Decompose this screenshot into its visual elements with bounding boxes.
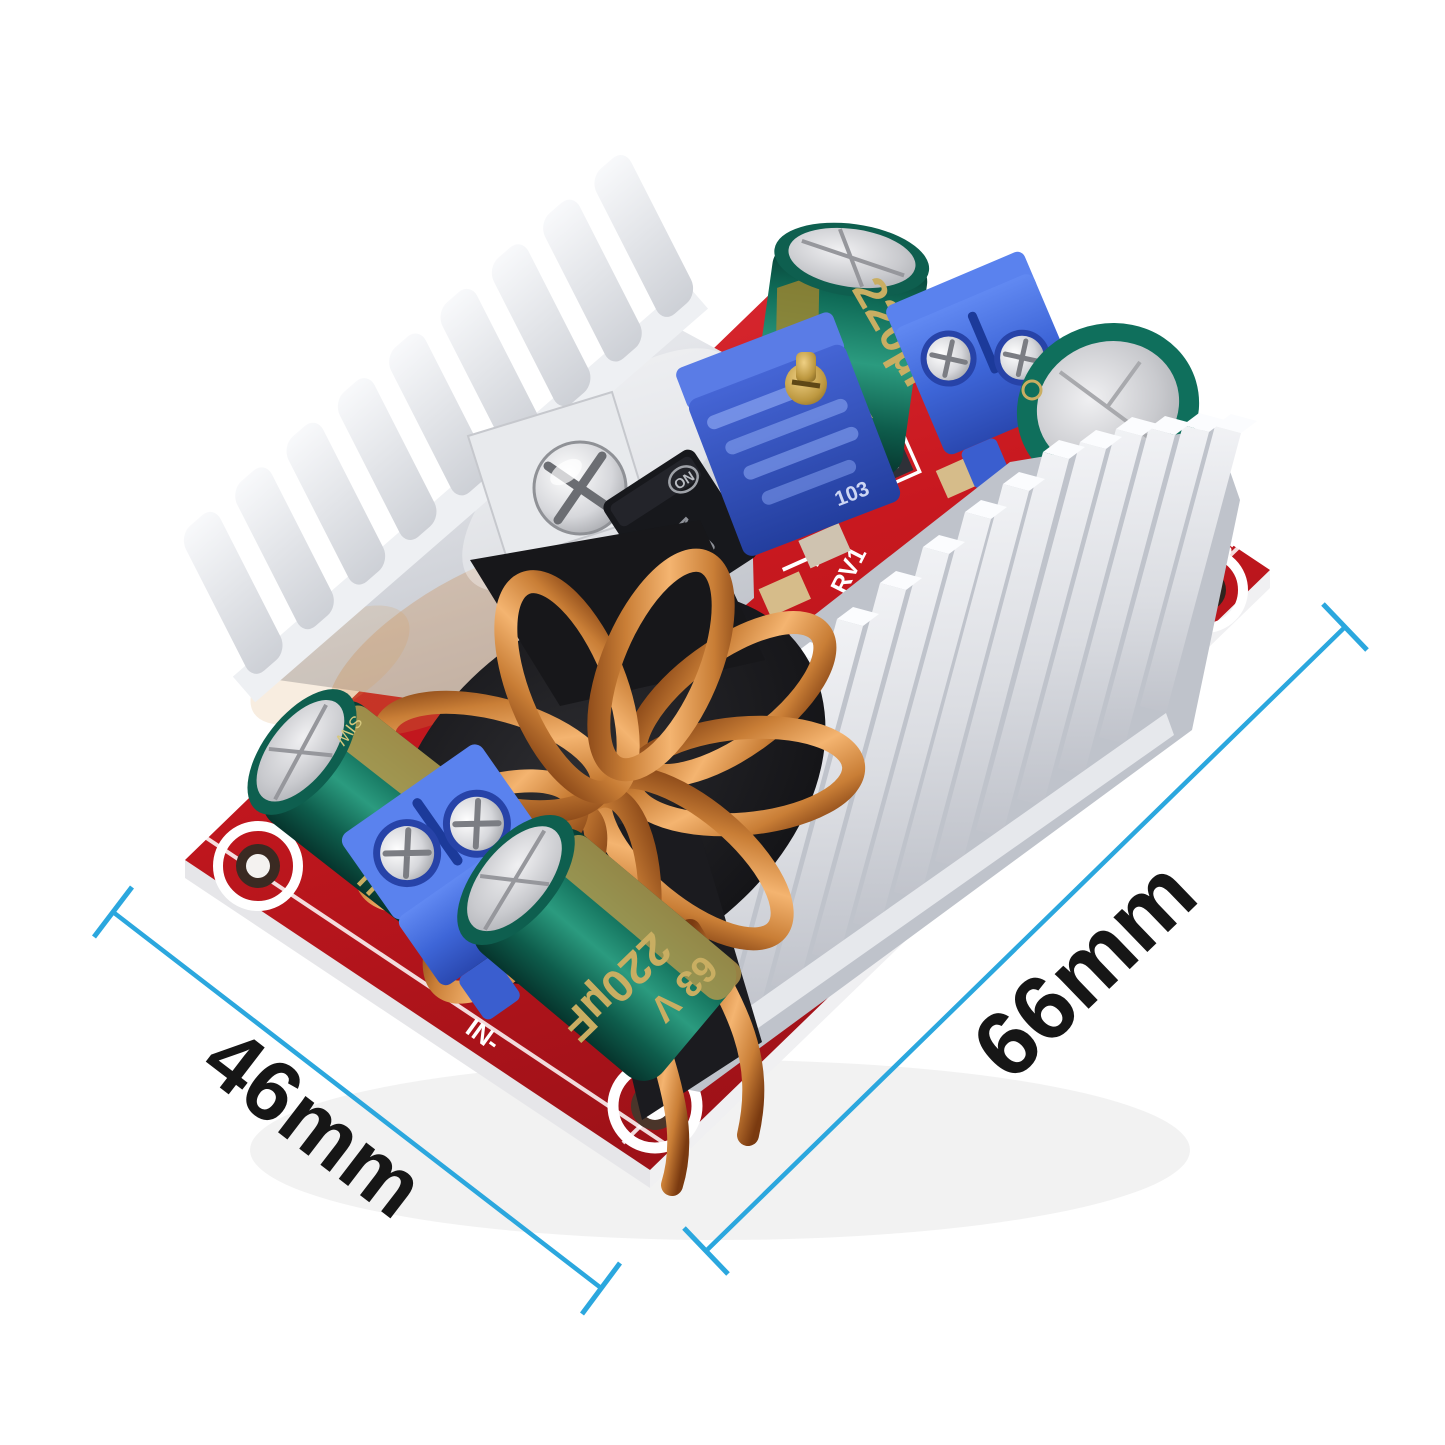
fin-top [837, 607, 879, 626]
on-logo-ring [668, 465, 699, 494]
fin [976, 442, 1106, 837]
emboss-row [743, 426, 859, 480]
dimension-tick [579, 1261, 623, 1316]
vent-score [479, 829, 550, 931]
mounting-screw [532, 440, 628, 536]
dimension-tick [1321, 602, 1369, 652]
terminal-divider [412, 798, 463, 866]
dimension-line [704, 625, 1347, 1253]
fin-top [880, 571, 922, 590]
trimmer-top-face [676, 312, 845, 410]
terminal-screw [373, 819, 442, 888]
fin [1099, 425, 1209, 744]
pcb-edge-left [185, 860, 650, 1188]
dimension-tick [92, 885, 134, 939]
fin [894, 484, 1029, 899]
fin-tooth [286, 422, 386, 585]
fin-baseline [232, 283, 709, 703]
fin-top [1116, 417, 1158, 436]
emboss-row [725, 398, 848, 455]
screw-slot [791, 379, 821, 389]
terminal-screw [442, 789, 511, 858]
fin-tooth [183, 511, 283, 674]
winding-loop [587, 548, 735, 782]
emboss-row [761, 459, 857, 505]
heatsink-fins-comb [183, 155, 709, 703]
smd-capacitor [798, 523, 851, 569]
fin [812, 547, 949, 961]
gold-sleeve-stripe [554, 834, 742, 1000]
fin-top [923, 535, 965, 554]
fin-top [1003, 472, 1045, 491]
trimmer-potentiometer: 103 [676, 312, 901, 556]
fin [1140, 426, 1241, 713]
fin-tooth [235, 467, 334, 630]
fin-tooth [440, 288, 540, 451]
smd-capacitor [758, 571, 811, 617]
fin-tooth [337, 378, 437, 540]
dimension-line [111, 910, 603, 1290]
terminal-screw [994, 329, 1051, 386]
fin-top [1183, 413, 1225, 432]
fin [1058, 428, 1175, 775]
fin-top [1080, 430, 1122, 449]
polarity-mark [1021, 379, 1043, 401]
fin-top [1043, 440, 1085, 459]
vent-score [801, 228, 905, 288]
heatsink-base [648, 713, 1174, 1100]
mounting-hole-left [213, 821, 303, 911]
fin-tooth [543, 199, 642, 362]
terminal-leg [459, 957, 520, 1020]
fin-top [1149, 416, 1191, 435]
trimmer-adjust-screw [785, 352, 827, 405]
fin-tooth [491, 244, 591, 407]
capacitor-bottom-center: 220µF 63 V [457, 814, 742, 1081]
fin [853, 512, 991, 930]
copper-reflection [250, 605, 410, 725]
terminal-divider [967, 311, 1000, 374]
dimension-tick [682, 1226, 730, 1276]
fin [935, 452, 1069, 868]
vent-score [268, 703, 333, 801]
fin-tooth [389, 333, 488, 496]
fin-top [1215, 414, 1257, 433]
heatsink-fin-tops [752, 413, 1257, 697]
fin [1017, 429, 1142, 806]
board-shadow [250, 1060, 1190, 1240]
fin-top [965, 500, 1007, 519]
fin-tooth [594, 155, 694, 317]
terminal-screw [920, 330, 977, 387]
